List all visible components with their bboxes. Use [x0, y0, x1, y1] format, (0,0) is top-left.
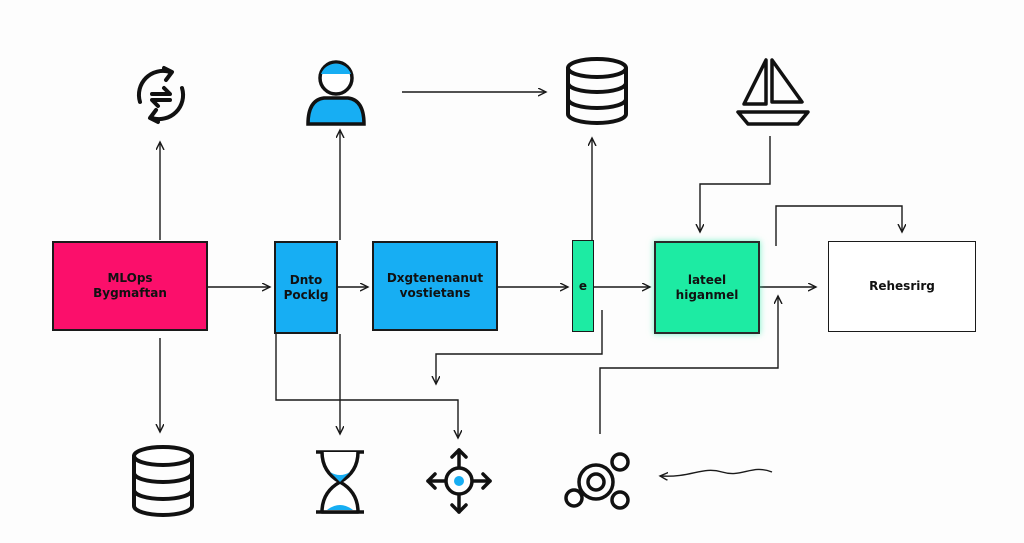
mlops-box-line1: MLOps: [107, 271, 153, 285]
data-box[interactable]: Dnto Pocklg: [274, 241, 338, 334]
arrow-box2-to-move: [275, 334, 458, 438]
database-icon-top: [566, 57, 628, 125]
move-icon: [426, 448, 492, 514]
deployment-box-line2: vostietans: [399, 286, 471, 300]
user-icon: [306, 60, 366, 126]
mlops-box[interactable]: MLOps Bygmaftan: [52, 241, 208, 331]
arrow-wave-to-hub: [660, 468, 773, 476]
deployment-box-line1: Dxgtenenanut: [386, 271, 484, 285]
retraining-box-label: Rehesrirg: [869, 279, 935, 293]
sailboat-icon: [736, 58, 810, 126]
retraining-box[interactable]: Rehesrirg: [828, 241, 976, 332]
narrow-box[interactable]: e: [572, 240, 594, 332]
mlops-box-line2: Bygmaftan: [93, 286, 167, 300]
narrow-box-label: e: [578, 278, 588, 293]
arrow-box6-loop: [775, 205, 902, 246]
model-box-line2: higanmel: [675, 287, 739, 302]
model-box[interactable]: lateel higanmel: [654, 241, 760, 334]
model-box-line1: lateel: [687, 272, 727, 287]
sync-icon: [136, 66, 186, 124]
arrow-hub-to-box5: [599, 296, 778, 434]
database-icon-bottom: [132, 445, 194, 517]
hub-icon: [564, 452, 630, 510]
data-box-line1: Dnto: [289, 272, 323, 287]
hourglass-icon: [316, 450, 364, 514]
data-box-line2: Pocklg: [283, 287, 329, 302]
deployment-box[interactable]: Dxgtenenanut vostietans: [372, 241, 498, 331]
arrow-sailboat-to-box5: [700, 136, 771, 232]
arrow-box4-loop: [436, 310, 603, 384]
